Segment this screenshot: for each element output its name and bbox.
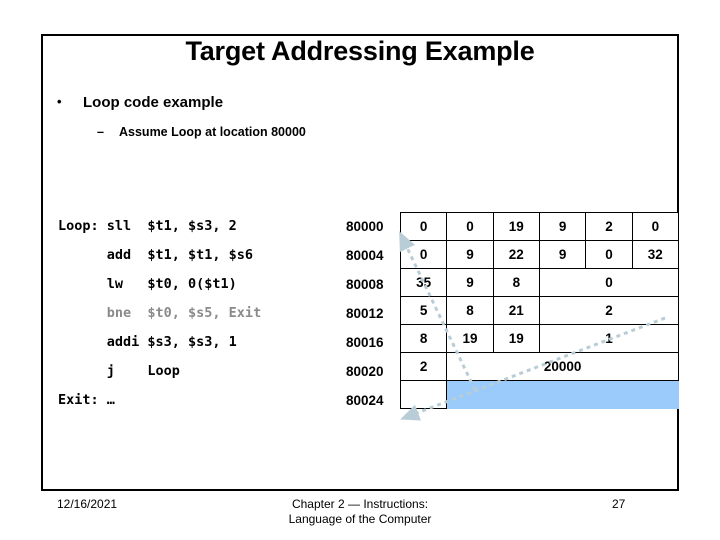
machine-code-cell: 0	[399, 240, 448, 269]
bullet-level2-label: Assume Loop at location 80000	[119, 125, 306, 139]
machine-code-cell: 2	[585, 212, 633, 241]
machine-code-cell: 2	[538, 296, 680, 325]
code-line: j Loop	[58, 363, 180, 379]
machine-code-cell: 0	[446, 212, 494, 241]
footer-page-number: 27	[612, 497, 626, 511]
footer-center-line1: Chapter 2 — Instructions:	[291, 497, 429, 511]
page-title: Target Addressing Example	[185, 36, 535, 66]
dash-marker-icon: –	[97, 125, 104, 139]
machine-code-cell: 9	[538, 240, 587, 269]
machine-code-cell: 0	[631, 212, 680, 241]
address-label: 80008	[346, 277, 384, 292]
address-label: 80024	[346, 393, 384, 408]
code-line: Loop: sll $t1, $s3, 2	[58, 218, 237, 234]
footer-center-line2: Language of the Computer	[288, 512, 432, 526]
machine-code-cell: 9	[538, 212, 587, 241]
bullet-item-level1: • Loop code example	[57, 94, 223, 111]
footer-center: Chapter 2 — Instructions: Language of th…	[0, 497, 720, 527]
machine-code-cell: 20000	[446, 352, 679, 381]
machine-code-cell: 0	[538, 268, 680, 297]
machine-code-cell: 9	[446, 268, 494, 297]
machine-code-cell: 8	[492, 268, 540, 297]
address-label: 80004	[346, 248, 384, 263]
machine-code-cell: 19	[492, 324, 540, 353]
address-label: 80020	[346, 364, 384, 379]
machine-code-cell: 32	[631, 240, 680, 269]
machine-code-cell: 5	[399, 296, 448, 325]
bullet-marker-icon: •	[57, 94, 62, 109]
assembly-code-block: Loop: sll $t1, $s3, 2 add $t1, $t1, $s6 …	[58, 212, 261, 415]
machine-code-cell: 19	[446, 324, 494, 353]
address-label: 80016	[346, 335, 384, 350]
bullet-item-level2: – Assume Loop at location 80000	[97, 125, 306, 139]
code-line: add $t1, $t1, $s6	[58, 247, 254, 263]
address-label: 80012	[346, 306, 384, 321]
address-column: 80000 80004 80008 80012 80016 80020 80024	[346, 212, 384, 415]
table-row	[399, 380, 679, 409]
machine-code-cell	[399, 380, 448, 409]
machine-code-cell: 0	[399, 212, 448, 241]
machine-code-cell	[446, 380, 679, 409]
footer-date: 12/16/2021	[57, 497, 118, 511]
code-line: lw $t0, 0($t1)	[58, 276, 237, 292]
machine-code-cell: 9	[446, 240, 494, 269]
code-line: addi $s3, $s3, 1	[58, 334, 237, 350]
bullet-level1-label: Loop code example	[83, 94, 224, 111]
machine-code-cell: 2	[399, 352, 448, 381]
address-label: 80000	[346, 219, 384, 234]
machine-code-cell: 8	[446, 296, 494, 325]
code-line: bne $t0, $s5, Exit	[58, 305, 262, 321]
machine-code-cell: 1	[538, 324, 680, 353]
machine-code-cell: 8	[399, 324, 448, 353]
machine-code-cell: 22	[492, 240, 540, 269]
machine-code-cell: 35	[399, 268, 448, 297]
code-line: Exit: …	[58, 392, 115, 408]
machine-code-cell: 0	[585, 240, 633, 269]
machine-code-cell: 19	[492, 212, 540, 241]
machine-code-cell: 21	[492, 296, 540, 325]
